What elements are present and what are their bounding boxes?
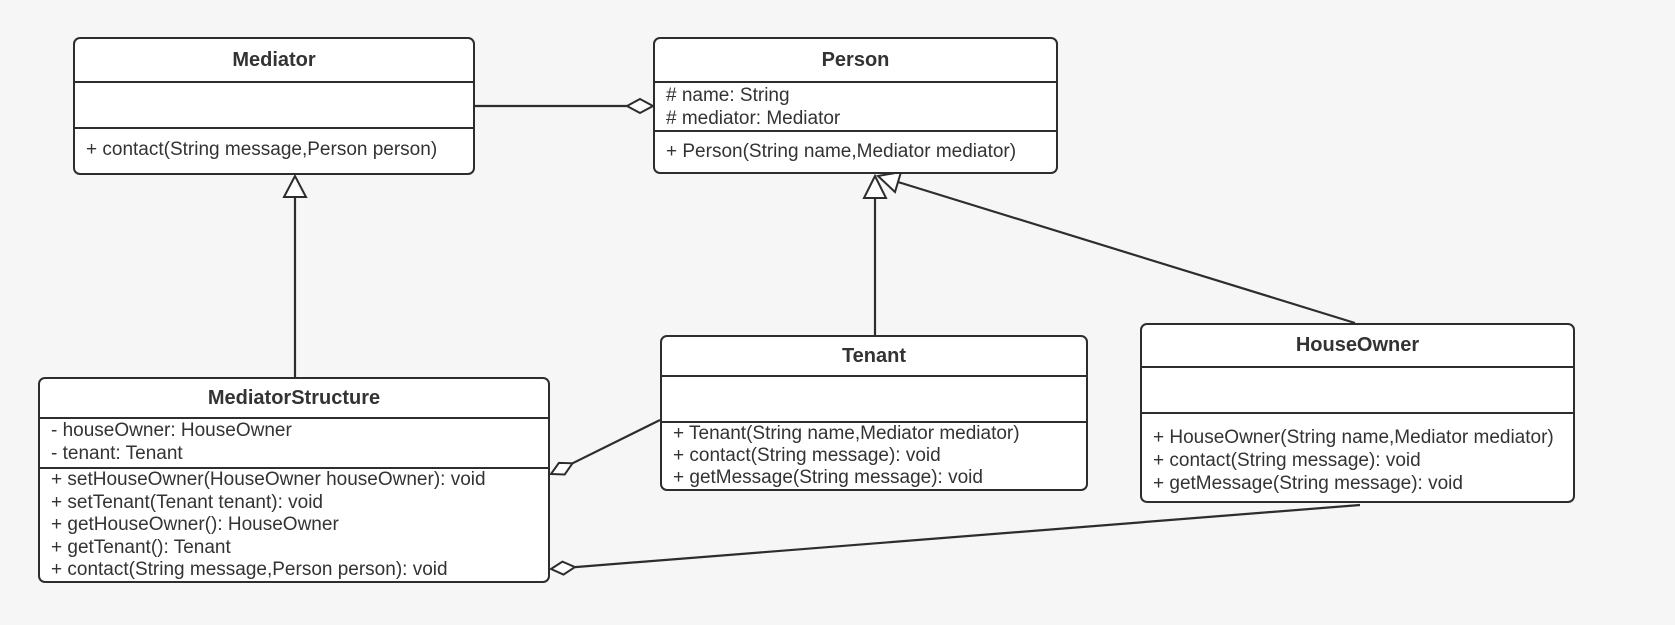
method-line: + setHouseOwner(HouseOwner houseOwner): … (51, 469, 486, 490)
generalization-arrowhead (862, 173, 888, 199)
method-line: + contact(String message,Person person) (86, 139, 438, 160)
class-title: Person (821, 48, 890, 71)
attributes-compartment (1142, 366, 1573, 412)
class-title: Tenant (841, 344, 907, 367)
class-box-person[interactable]: Person # name: String # mediator: Mediat… (653, 37, 1058, 174)
edge-aggregation-person-mediator[interactable] (475, 97, 656, 115)
edge-aggregation-mediatorstructure-tenant[interactable] (549, 419, 661, 476)
method-line: + getHouseOwner(): HouseOwner (51, 514, 339, 535)
method-line: + HouseOwner(String name,Mediator mediat… (1153, 427, 1554, 448)
attributes-compartment: # name: String # mediator: Mediator (655, 81, 1056, 130)
edge-line (897, 180, 1356, 325)
class-box-mediatorstructure[interactable]: MediatorStructure - houseOwner: HouseOwn… (38, 377, 550, 583)
method-line: + getMessage(String message): void (673, 467, 983, 488)
method-line: + contact(String message): void (673, 445, 941, 466)
attributes-compartment: - houseOwner: HouseOwner - tenant: Tenan… (40, 417, 548, 467)
edge-line (574, 503, 1361, 569)
methods-compartment: + Person(String name,Mediator mediator) (655, 130, 1056, 172)
edge-line (572, 419, 661, 465)
aggregation-diamond (624, 97, 656, 115)
method-line: + Tenant(String name,Mediator mediator) (673, 423, 1020, 444)
methods-compartment: + contact(String message,Person person) (75, 127, 473, 173)
methods-compartment: + Tenant(String name,Mediator mediator) … (662, 421, 1086, 489)
class-title: Mediator (232, 48, 316, 71)
method-line: + getMessage(String message): void (1153, 473, 1463, 494)
class-title: MediatorStructure (207, 386, 381, 409)
attribute-line: # name: String (666, 85, 790, 106)
attribute-line: # mediator: Mediator (666, 108, 841, 129)
method-line: + Person(String name,Mediator mediator) (666, 141, 1017, 162)
generalization-arrowhead (282, 173, 308, 198)
methods-compartment: + HouseOwner(String name,Mediator mediat… (1142, 412, 1573, 501)
aggregation-diamond (549, 461, 575, 476)
class-box-mediator[interactable]: Mediator + contact(String message,Person… (73, 37, 475, 175)
edge-aggregation-mediatorstructure-houseowner[interactable] (548, 503, 1361, 576)
attribute-line: - tenant: Tenant (51, 442, 183, 464)
attribute-line: - houseOwner: HouseOwner (51, 420, 292, 441)
aggregation-diamond (548, 560, 577, 576)
methods-compartment: + setHouseOwner(HouseOwner houseOwner): … (40, 467, 548, 581)
edge-generalization-mediatorstructure-mediator[interactable] (282, 173, 308, 377)
class-title: HouseOwner (1295, 334, 1420, 356)
method-line: + setTenant(Tenant tenant): void (51, 491, 323, 513)
edge-generalization-tenant-person[interactable] (862, 173, 888, 335)
class-box-tenant[interactable]: Tenant + Tenant(String name,Mediator med… (660, 335, 1088, 491)
attributes-compartment (75, 81, 473, 127)
attributes-compartment (662, 375, 1086, 421)
class-box-houseowner[interactable]: HouseOwner + HouseOwner(String name,Medi… (1140, 323, 1575, 503)
edge-generalization-houseowner-person[interactable] (875, 170, 1356, 325)
method-line: + getTenant(): Tenant (51, 536, 231, 558)
method-line: + contact(String message,Person person):… (51, 559, 448, 580)
method-line: + contact(String message): void (1153, 450, 1421, 471)
generalization-arrowhead (875, 170, 903, 194)
